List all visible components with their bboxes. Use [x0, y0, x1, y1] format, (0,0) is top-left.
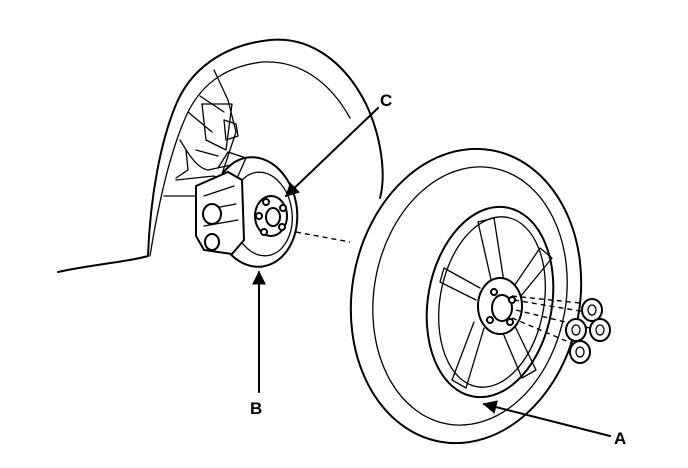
callout-a: A	[482, 400, 626, 448]
lug-nut	[589, 318, 611, 342]
lug-nut	[565, 318, 587, 342]
callout-c: C	[284, 91, 392, 197]
lug-nut	[581, 298, 603, 322]
callout-a-label: A	[614, 429, 626, 448]
lug-nut	[569, 340, 591, 364]
lug-nuts	[511, 295, 611, 364]
wheel-hub	[254, 195, 288, 237]
vehicle-body	[57, 38, 384, 273]
callout-b-label: B	[250, 399, 262, 418]
callout-c-label: C	[380, 91, 392, 110]
callout-b: B	[250, 270, 266, 418]
alignment-line	[295, 231, 351, 243]
brake-disc-assembly	[195, 151, 299, 268]
tire-wheel-assembly	[349, 147, 583, 445]
